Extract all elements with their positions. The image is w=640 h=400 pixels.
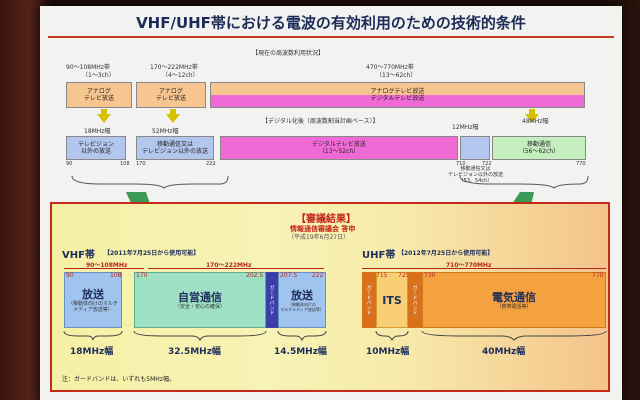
num-170: 170 [136,272,148,279]
guard-band-vhf: ガードバンド [266,272,278,328]
broadcast-band-2: 放送 （移動体向けの マルチメディア放送等） [278,272,326,328]
width-52-top: 52MHz幅 [152,128,179,135]
mobile-or-other-band: 移動通信又は テレビジョン以外の放送 [136,136,214,160]
current-usage-label: 【現在の周波数利用状況】 [252,50,325,57]
width-40mhz: 40MHz幅 [482,347,526,357]
range-line [64,268,144,269]
width-32-5mhz: 32.5MHz幅 [168,347,221,357]
after-digital-label: 【デジタル化後（周波数割当計画ベース）】 [262,118,379,125]
width-12-top: 12MHz幅 [452,124,479,131]
range-line [148,268,324,269]
down-arrow-icon [166,114,180,123]
range-line [362,268,606,269]
tick-710: 710 [456,161,466,167]
slide: VHF/UHF帯における電波の有効利用のための技術的条件 【現在の周波数利用状況… [40,6,622,400]
telecom-band: 電気通信 （携帯電話等） [422,272,606,328]
arrow-stem [529,109,535,115]
num-730: 730 [424,272,436,279]
result-heading: 【審議結果】 [296,214,356,225]
uhf-ch: （13～62ch） [376,72,417,79]
mobile-comm-band: 移動通信 （56～62ch） [492,136,586,160]
tick-722: 722 [482,161,492,167]
digital-tv-band: デジタルテレビ放送 （13～52ch） [220,136,458,160]
uhf-analog-digital-band: アナログテレビ放送 デジタルテレビ放送 [210,82,585,108]
its-band: ITS [376,272,408,328]
down-arrow-icon [525,114,539,123]
width-braces [63,330,607,342]
guard-band-note: 注：ガードバンドは、いずれも5MHz幅。 [62,376,175,383]
vhf-title: VHF帯 [62,250,95,261]
vhf-range-1: 90～108MHz [86,262,128,269]
num-770: 770 [592,272,604,279]
result-panel: 【審議結果】 情報通信審議会 答申 （平成19年6月27日） VHF帯 【201… [50,202,610,392]
analog-tv-band-high: アナログ テレビ放送 [136,82,206,108]
num-207-5: 207.5 [280,272,298,279]
width-18mhz: 18MHz幅 [70,347,114,357]
mobile-or-tv-other-band [460,136,490,160]
tick-108: 108 [120,161,130,167]
arrow-stem [170,109,176,115]
vhf-high-ch: （4～12ch） [162,72,199,79]
slide-title: VHF/UHF帯における電波の有効利用のための技術的条件 [136,14,526,32]
self-comm-band: 自営通信 （安全・安心の確保） [134,272,266,328]
tick-170: 170 [136,161,146,167]
width-18-top: 18MHz幅 [84,128,111,135]
vhf-high-range: 170～222MHz帯 [150,64,198,71]
tv-other-band: テレビジョン 以外の放送 [66,136,126,160]
title-underline [48,36,614,38]
width-48-top: 48MHz幅 [522,118,549,125]
tick-90: 90 [66,161,73,167]
width-14-5mhz: 14.5MHz幅 [274,347,327,357]
tick-770: 770 [576,161,586,167]
mobile-or-tv-other-note: 移動通信又は テレビジョン以外の放送 （53、54ch） [448,166,504,184]
guard-band-uhf-2: ガードバンド [408,272,422,328]
vhf-low-range: 90～108MHz帯 [66,64,110,71]
broadcast-band-1: 放送 （移動体向けのマルチ メディア放送等） [64,272,122,328]
tick-222: 222 [206,161,216,167]
num-715: 715 [376,272,388,279]
council-date: （平成19年6月27日） [288,234,350,241]
guard-band-uhf-1: ガードバンド [362,272,376,328]
uhf-range: 470～770MHz帯 [366,64,414,71]
uhf-title: UHF帯 [362,250,396,261]
council-label: 情報通信審議会 答申 [290,225,356,233]
arrow-stem [101,109,107,115]
analog-tv-band-low: アナログ テレビ放送 [66,82,132,108]
width-10mhz: 10MHz幅 [366,347,410,357]
uhf-range: 710～770MHz [446,262,492,269]
vhf-low-ch: （1～3ch） [82,72,115,79]
num-725: 725 [398,272,410,279]
num-222: 222 [312,272,324,279]
uhf-note: 【2012年7月25日から使用可能】 [398,250,494,257]
num-108: 108 [110,272,122,279]
num-90: 90 [66,272,74,279]
brace-lines [71,175,589,189]
num-202-5: 202.5 [246,272,264,279]
vhf-note: 【2011年7月25日から使用可能】 [104,250,200,257]
vhf-range-2: 170～222MHz [206,262,252,269]
down-arrow-icon [97,114,111,123]
